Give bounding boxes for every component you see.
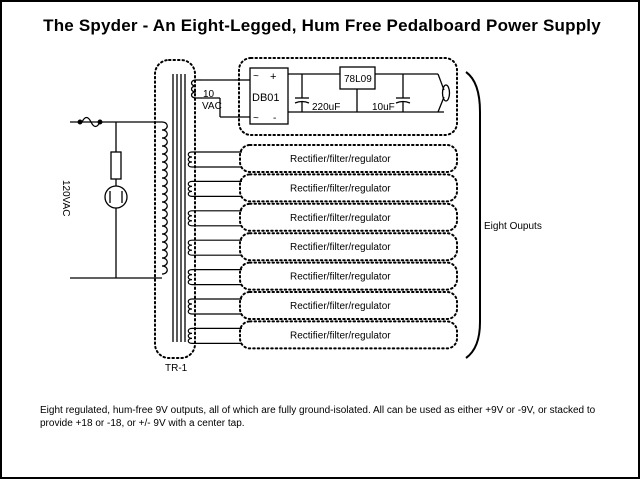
neon-lamp-icon (104, 185, 128, 209)
fuse-symbol (81, 116, 101, 128)
channel-label: Rectifier/filter/regulator (290, 242, 391, 253)
channel-enclosure (239, 202, 458, 232)
bridge-ac-sign-1: ~ (253, 71, 259, 82)
channel-enclosure (239, 291, 458, 320)
channel-group: Rectifier/filter/regulatorRectifier/filt… (187, 144, 458, 350)
cap2-label: 10uF (372, 102, 395, 113)
rectifier-label: DB01 (252, 92, 280, 104)
fuse-terminal-left (77, 119, 83, 125)
lamp-resistor (110, 151, 122, 180)
secondary-coil (187, 269, 193, 286)
primary-coil (161, 121, 168, 275)
mains-label: 120VAC (60, 180, 71, 217)
secondary-coil (187, 239, 193, 256)
outputs-label: Eight Ouputs (484, 221, 542, 232)
secondary-voltage-unit: VAC (202, 101, 222, 112)
bridge-plus-sign: + (270, 71, 276, 83)
secondary-coil (187, 298, 193, 315)
secondary-coil (187, 151, 193, 168)
secondary-voltage-label: 10 (203, 89, 215, 100)
fuse-terminal-right (97, 119, 103, 125)
caption: Eight regulated, hum-free 9V outputs, al… (40, 405, 596, 429)
bridge-minus-sign: - (273, 113, 276, 124)
channel-enclosure (239, 320, 458, 350)
channel-label: Rectifier/filter/regulator (290, 330, 391, 341)
bridge-ac-sign-2: ~ (253, 113, 259, 124)
secondary-coil (187, 180, 193, 197)
channel-label: Rectifier/filter/regulator (290, 272, 391, 283)
channel-enclosure (239, 144, 458, 173)
channel-1-enclosure (238, 57, 458, 136)
cap1-label: 220uF (312, 102, 340, 113)
channel-label: Rectifier/filter/regulator (290, 301, 391, 312)
output-jack-icon (441, 84, 451, 102)
secondary-coil-1 (190, 79, 197, 99)
channel-enclosure (239, 173, 458, 203)
channel-enclosure (239, 232, 458, 262)
ground-rail (437, 96, 445, 113)
regulator-label: 78L09 (344, 74, 372, 85)
cap1-plate-curved (294, 100, 310, 104)
channel-enclosure (239, 261, 458, 291)
channel-label: Rectifier/filter/regulator (290, 154, 391, 165)
secondary-coil (187, 327, 193, 344)
bridge-rectifier-box (249, 67, 289, 125)
channel-label: Rectifier/filter/regulator (290, 213, 391, 224)
transformer-label: TR-1 (165, 363, 188, 374)
outputs-bracket (465, 71, 481, 359)
diagram-title: The Spyder - An Eight-Legged, Hum Free P… (43, 16, 601, 35)
transformer-enclosure (154, 59, 196, 359)
channel-label: Rectifier/filter/regulator (290, 183, 391, 194)
cap2-plate-curved (395, 100, 411, 104)
secondary-coil (187, 210, 193, 227)
